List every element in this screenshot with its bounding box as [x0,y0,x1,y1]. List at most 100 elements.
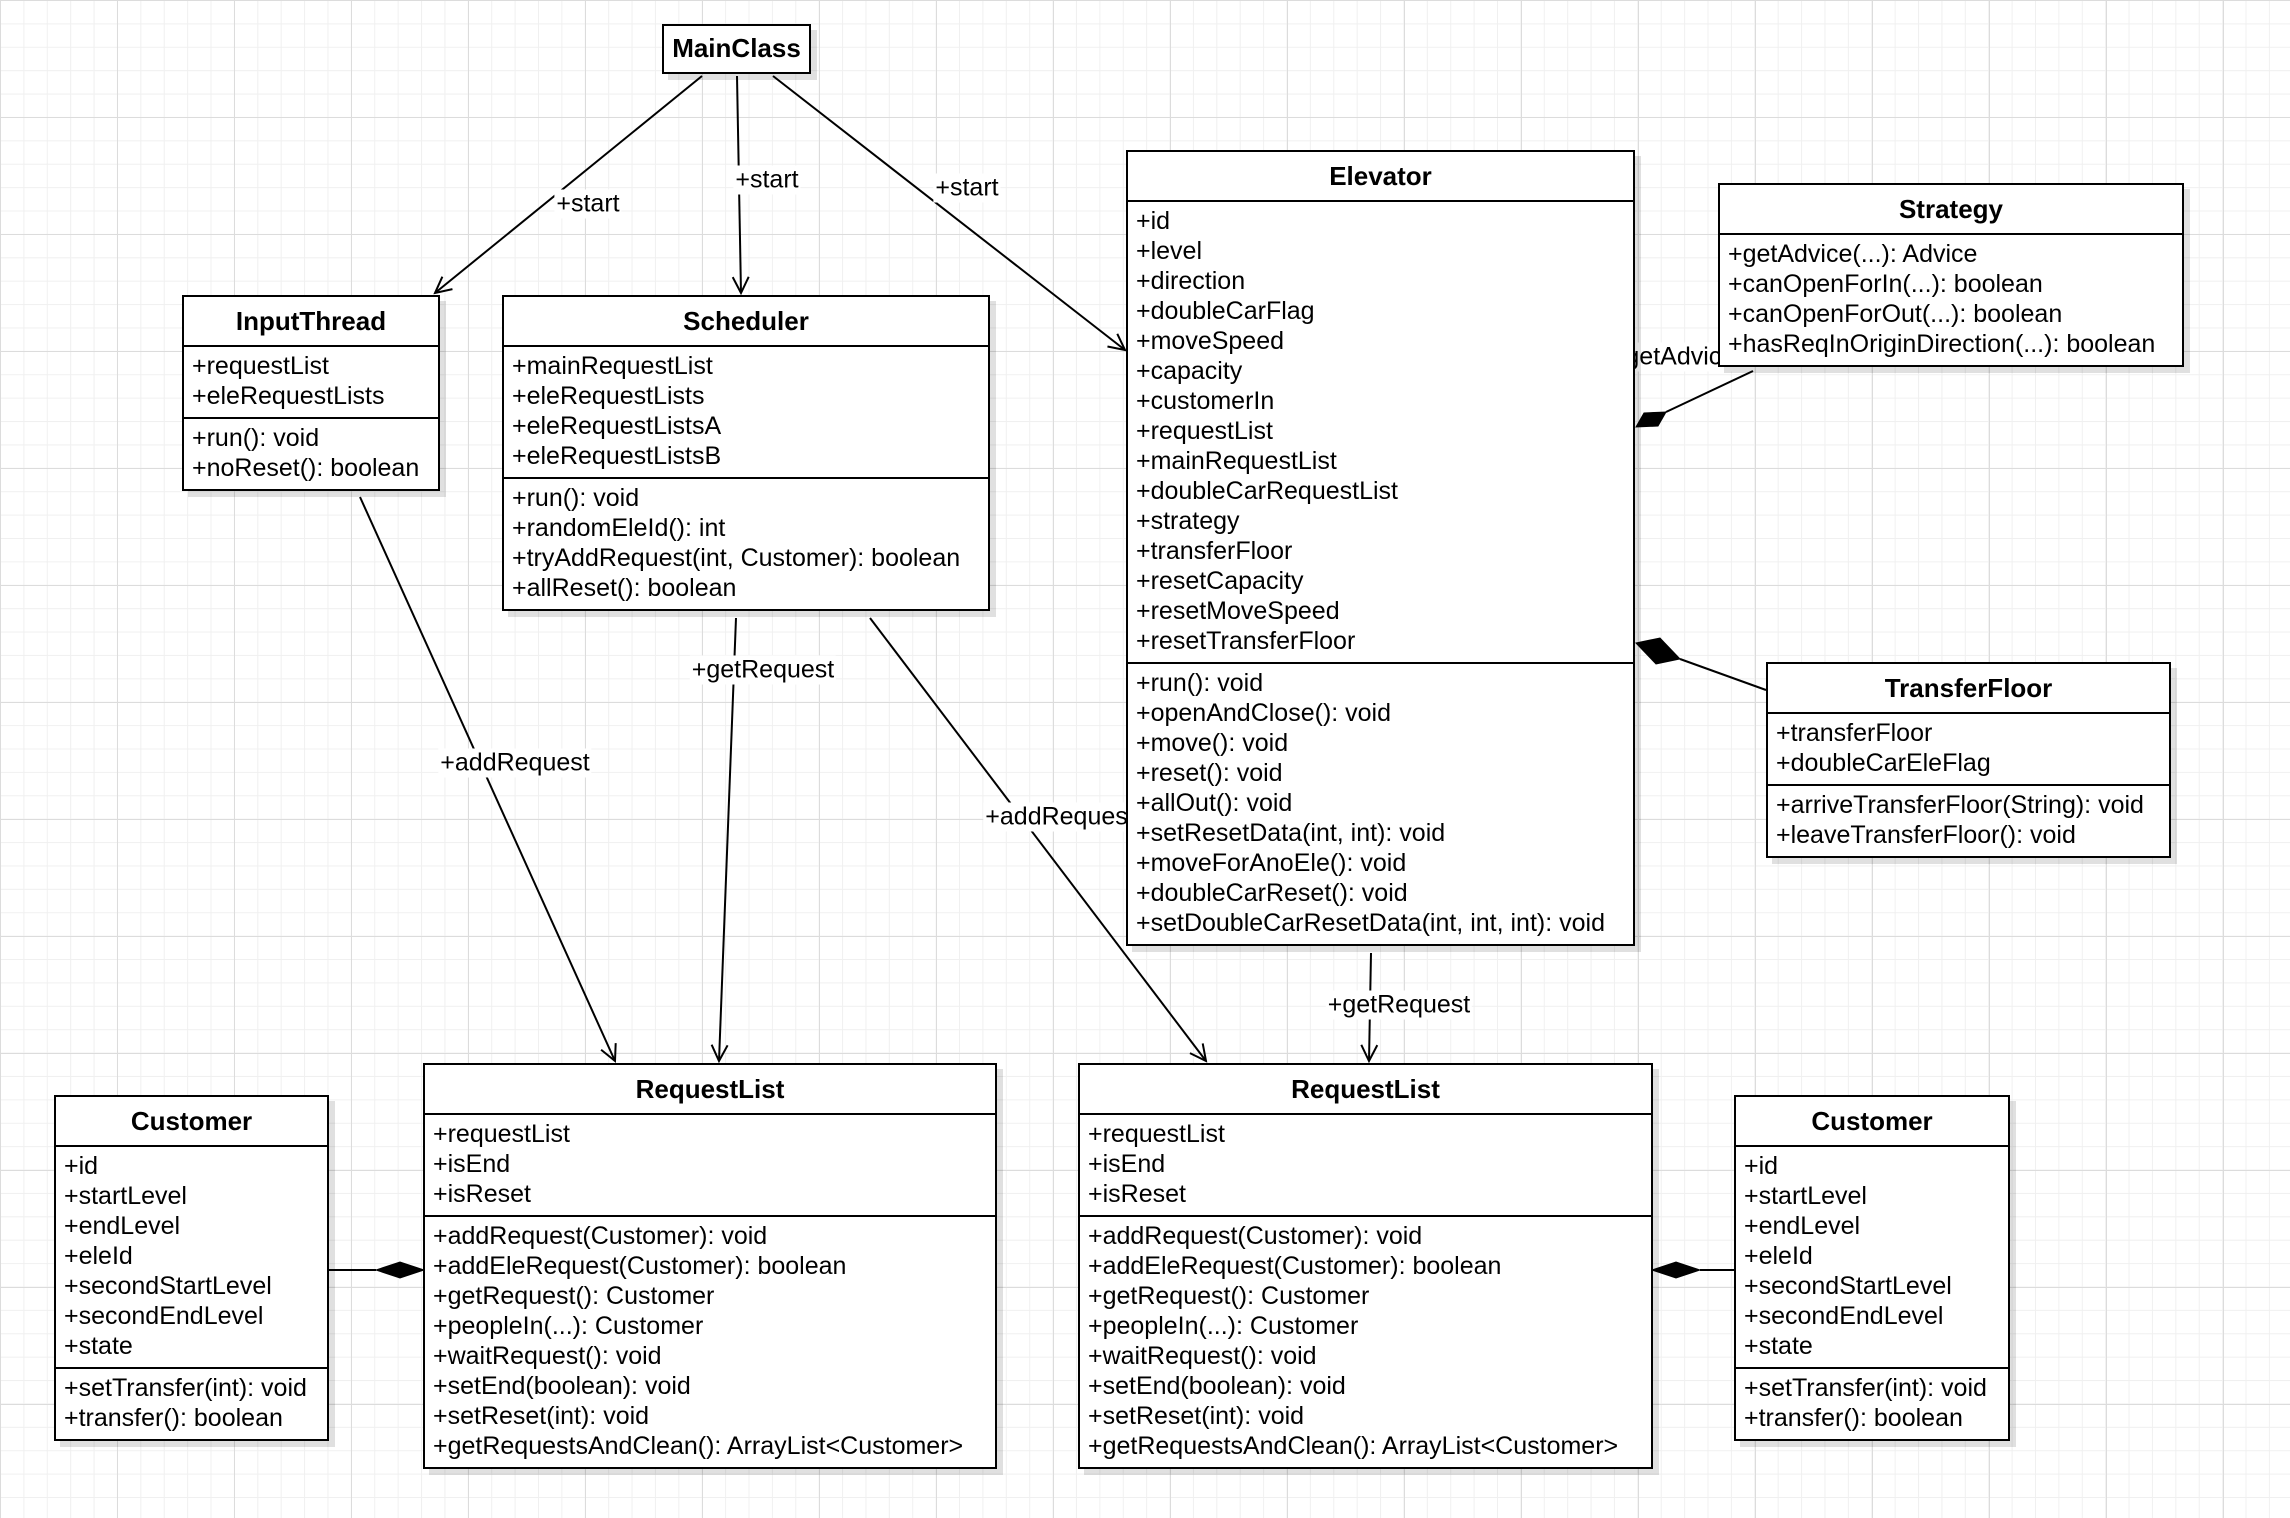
class-name: RequestList [1080,1065,1651,1115]
class-name: MainClass [672,33,801,63]
method-row: +run(): void [192,424,320,452]
attribute-row: +secondStartLevel [64,1272,272,1300]
method-row: +waitRequest(): void [433,1342,662,1370]
class-name: Scheduler [504,297,988,347]
attribute-row: +strategy [1136,507,1240,535]
class-requestlist-right[interactable]: RequestList +requestList+isEnd+isReset +… [1078,1063,1653,1469]
edge-label-scheduler-requestlist-right: +addRequest [983,802,1137,832]
method-row: +move(): void [1136,729,1289,757]
edge-elevator-strategy [1665,370,1754,413]
attribute-row: +direction [1136,267,1246,295]
attribute-row: +id [1744,1152,1779,1180]
attribute-row: +eleId [64,1242,133,1270]
attribute-row: +resetMoveSpeed [1136,597,1340,625]
class-customer-left[interactable]: Customer +id+startLevel+endLevel+eleId+s… [54,1095,329,1441]
method-row: +run(): void [512,484,640,512]
attribute-list: +transferFloor+doubleCarEleFlag [1768,714,2169,784]
class-name: RequestList [425,1065,995,1115]
method-row: +setReset(int): void [433,1402,650,1430]
class-scheduler[interactable]: Scheduler +mainRequestList+eleRequestLis… [502,295,990,611]
attribute-row: +doubleCarEleFlag [1776,749,1991,777]
composition-diamond-icon [1650,1261,1702,1279]
attribute-row: +state [64,1332,133,1360]
method-row: +peopleIn(...): Customer [1088,1312,1359,1340]
method-row: +allOut(): void [1136,789,1293,817]
edge-scheduler-requestlist-right [869,617,1206,1061]
class-name: TransferFloor [1768,664,2169,714]
attribute-row: +endLevel [1744,1212,1861,1240]
method-list: +run(): void+randomEleId(): int+tryAddRe… [504,477,988,609]
method-row: +noReset(): boolean [192,454,420,482]
attribute-row: +requestList [1136,417,1273,445]
edge-label-main-input: +start [554,189,622,219]
class-requestlist-left[interactable]: RequestList +requestList+isEnd+isReset +… [423,1063,997,1469]
attribute-list: +requestList+isEnd+isReset [425,1115,995,1215]
method-row: +peopleIn(...): Customer [433,1312,704,1340]
class-name: Elevator [1128,152,1633,202]
method-row: +getRequestsAndClean(): ArrayList<Custom… [433,1432,964,1460]
method-list: +arriveTransferFloor(String): void+leave… [1768,784,2169,856]
attribute-row: +secondStartLevel [1744,1272,1952,1300]
attribute-row: +startLevel [64,1182,187,1210]
method-row: +addRequest(Customer): void [1088,1222,1423,1250]
method-row: +hasReqInOriginDirection(...): boolean [1728,330,2156,358]
edge-scheduler-requestlist-left [719,617,737,1061]
class-name: Strategy [1720,185,2182,235]
method-row: +addEleRequest(Customer): boolean [1088,1252,1502,1280]
attribute-row: +isReset [1088,1180,1186,1208]
class-transferfloor[interactable]: TransferFloor +transferFloor+doubleCarEl… [1766,662,2171,858]
method-row: +addRequest(Customer): void [433,1222,768,1250]
method-row: +waitRequest(): void [1088,1342,1317,1370]
method-row: +reset(): void [1136,759,1283,787]
method-row: +getRequest(): Customer [433,1282,715,1310]
edge-label-main-elevator: +start [933,173,1001,203]
composition-diamond-icon [374,1261,426,1279]
attribute-row: +eleRequestListsA [512,412,722,440]
attribute-row: +state [1744,1332,1813,1360]
attribute-row: +requestList [1088,1120,1225,1148]
edge-input-requestlist [359,496,615,1061]
attribute-list: +mainRequestList+eleRequestLists+eleRequ… [504,347,988,477]
method-row: +setResetData(int, int): void [1136,819,1446,847]
attribute-row: +eleRequestListsB [512,442,722,470]
edge-label-scheduler-requestlist-left: +getRequest [689,655,837,685]
edge-label-elevator-requestlist-right: +getRequest [1325,990,1473,1020]
attribute-row: +level [1136,237,1203,265]
method-row: +allReset(): boolean [512,574,737,602]
attribute-row: +doubleCarFlag [1136,297,1315,325]
class-strategy[interactable]: Strategy +getAdvice(...): Advice+canOpen… [1718,183,2184,367]
attribute-row: +isEnd [433,1150,511,1178]
method-list: +addRequest(Customer): void+addEleReques… [425,1215,995,1467]
class-elevator[interactable]: Elevator +id+level+direction+doubleCarFl… [1126,150,1635,946]
composition-diamond-icon [1635,637,1681,665]
method-list: +getAdvice(...): Advice+canOpenForIn(...… [1720,235,2182,365]
method-row: +leaveTransferFloor(): void [1776,821,2076,849]
attribute-row: +mainRequestList [512,352,713,380]
class-mainclass[interactable]: MainClass [662,24,811,74]
method-row: +addEleRequest(Customer): boolean [433,1252,847,1280]
attribute-list: +requestList+eleRequestLists [184,347,438,417]
attribute-row: +id [64,1152,99,1180]
edge-label-main-scheduler: +start [733,165,801,195]
method-row: +setReset(int): void [1088,1402,1305,1430]
attribute-row: +endLevel [64,1212,181,1240]
method-row: +canOpenForIn(...): boolean [1728,270,2043,298]
class-inputthread[interactable]: InputThread +requestList+eleRequestLists… [182,295,440,491]
method-row: +setEnd(boolean): void [433,1372,691,1400]
method-row: +setTransfer(int): void [64,1374,307,1402]
class-name: Customer [1736,1097,2008,1147]
attribute-row: +startLevel [1744,1182,1867,1210]
attribute-row: +resetTransferFloor [1136,627,1356,655]
composition-diamond-icon [1635,411,1667,428]
method-row: +transfer(): boolean [1744,1404,1963,1432]
class-customer-right[interactable]: Customer +id+startLevel+endLevel+eleId+s… [1734,1095,2010,1441]
attribute-row: +capacity [1136,357,1243,385]
attribute-list: +id+startLevel+endLevel+eleId+secondStar… [1736,1147,2008,1367]
attribute-row: +mainRequestList [1136,447,1337,475]
method-row: +doubleCarReset(): void [1136,879,1408,907]
method-row: +moveForAnoEle(): void [1136,849,1407,877]
edge-main-input [435,75,703,293]
class-name: InputThread [184,297,438,347]
attribute-row: +requestList [433,1120,570,1148]
method-row: +arriveTransferFloor(String): void [1776,791,2144,819]
